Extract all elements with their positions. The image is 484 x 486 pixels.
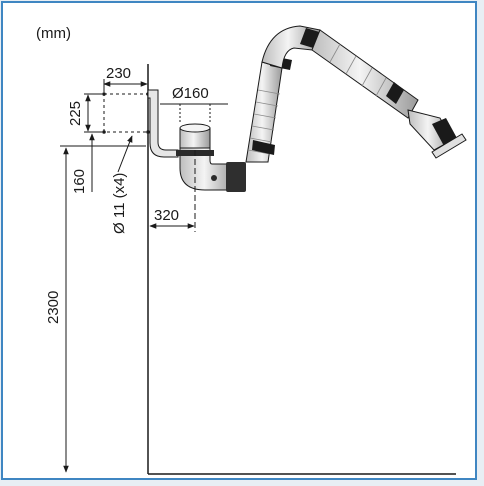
dim-225-label: 225 <box>67 101 84 126</box>
hood-band <box>432 118 458 146</box>
outer-hose-ribs <box>329 43 387 97</box>
dim-2300-label: 2300 <box>45 291 62 324</box>
dim-320-label: 320 <box>154 207 179 224</box>
hole-spec-leader <box>117 135 133 173</box>
dim-diameter-label: Ø160 <box>172 85 209 102</box>
hood-rim <box>431 133 467 159</box>
bolt-hole <box>146 130 150 134</box>
diagram-frame <box>1 1 477 480</box>
mounting-plate <box>103 93 149 133</box>
joint-housing <box>226 162 246 192</box>
duct-opening <box>179 123 211 133</box>
bolt-hole <box>102 130 106 134</box>
wall-bracket <box>147 89 179 158</box>
dim-230-label: 230 <box>106 65 131 82</box>
dim-160-label: 160 <box>71 169 88 194</box>
hose-clamp <box>252 140 275 155</box>
bolt-hole <box>102 92 106 96</box>
unit-label: (mm) <box>36 25 71 42</box>
lower-hose-ribs <box>247 89 281 155</box>
outer-hose <box>311 29 419 119</box>
hose-clamp <box>386 82 404 104</box>
hole-spec-label: Ø 11 (x4) <box>111 173 128 234</box>
